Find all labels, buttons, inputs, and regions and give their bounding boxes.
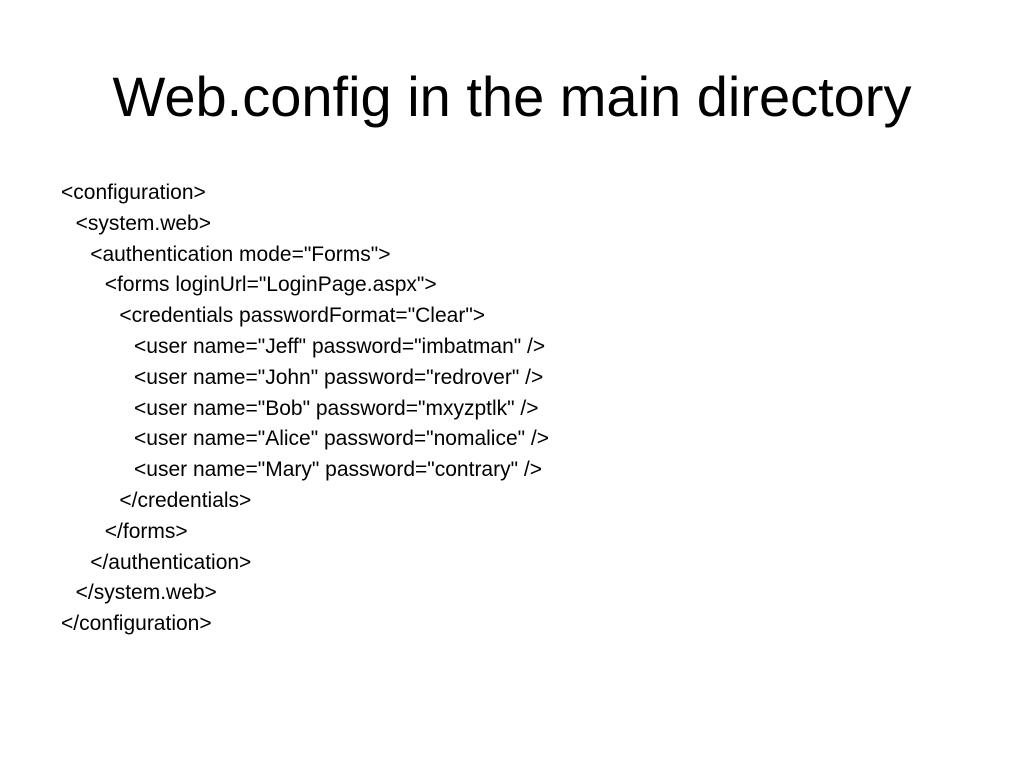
code-line: <user name="Mary" password="contrary" /> bbox=[134, 458, 542, 482]
code-line: <user name="Bob" password="mxyzptlk" /> bbox=[134, 396, 539, 420]
code-line: <user name="Alice" password="nomalice" /… bbox=[134, 427, 550, 451]
code-line: <user name="John" password="redrover" /> bbox=[134, 365, 544, 389]
code-line: <authentication mode="Forms"> bbox=[90, 242, 391, 266]
code-line: </forms> bbox=[104, 519, 188, 543]
code-line: </credentials> bbox=[119, 488, 252, 512]
slide-title: Web.config in the main directory bbox=[112, 65, 912, 128]
code-block: <configuration> <system.web> <authentica… bbox=[61, 178, 1001, 640]
code-line: </configuration> bbox=[61, 612, 212, 636]
code-line: </authentication> bbox=[90, 550, 252, 574]
code-line: </system.web> bbox=[75, 581, 217, 605]
code-line: <user name="Jeff" password="imbatman" /> bbox=[134, 334, 546, 358]
code-line: <forms loginUrl="LoginPage.aspx"> bbox=[104, 273, 437, 297]
code-line: <system.web> bbox=[75, 211, 211, 235]
code-line: <credentials passwordFormat="Clear"> bbox=[119, 304, 486, 328]
code-line: <configuration> bbox=[61, 181, 206, 204]
